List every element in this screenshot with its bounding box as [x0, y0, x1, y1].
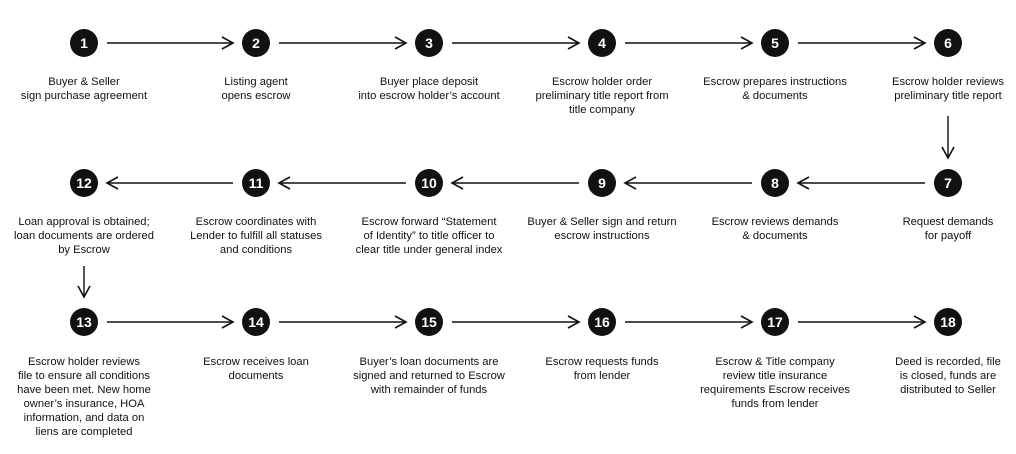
- step-10-label-line: of Identity” to title officer to: [363, 230, 495, 242]
- step-8-label-line: & documents: [742, 230, 808, 242]
- step-8-label: Escrow reviews demands & documents: [685, 215, 865, 243]
- step-1-label-line: sign purchase agreement: [20, 90, 148, 102]
- step-6-label: Escrow holder reviews preliminary title r…: [858, 75, 1016, 103]
- step-15-label-line: Buyer’s loan documents are: [359, 356, 499, 368]
- step-7-label: Request demands for payoff: [858, 215, 1016, 243]
- step-5-label-line: & documents: [742, 90, 808, 102]
- step-11-number-badge: 11: [242, 169, 270, 197]
- step-15-label-line: signed and returned to Escrow: [353, 370, 505, 382]
- step-10-label-line: clear title under general index: [355, 244, 503, 256]
- step-13-label-line: information, and data on: [23, 412, 145, 424]
- step-7-label-line: for payoff: [924, 230, 972, 242]
- step-10-label-line: Escrow forward “Statement: [361, 216, 497, 228]
- step-12-label: Loan approval is obtained; loan documents…: [0, 215, 174, 257]
- step-9-number-badge: 9: [588, 169, 616, 197]
- step-18-label-line: is closed, funds are: [899, 370, 997, 382]
- step-12-number-badge: 12: [70, 169, 98, 197]
- step-9-label: Buyer & Seller sign and return escrow ins…: [512, 215, 692, 243]
- step-17-label-line: Escrow & Title company: [715, 356, 835, 368]
- step-5-label-line: Escrow prepares instructions: [703, 76, 847, 88]
- step-4-label-line: title company: [569, 104, 635, 116]
- step-17-label-line: funds from lender: [731, 398, 819, 410]
- step-8-number-badge: 8: [761, 169, 789, 197]
- step-18-label-line: distributed to Seller: [900, 384, 996, 396]
- step-9-label-line: Buyer & Seller sign and return: [527, 216, 677, 228]
- step-3-label: Buyer place deposit into escrow holder’s …: [339, 75, 519, 103]
- step-3-number-badge: 3: [415, 29, 443, 57]
- step-11-label-line: Lender to fulfill all statuses: [190, 230, 322, 242]
- step-10-label: Escrow forward “Statement of Identity” to…: [339, 215, 519, 257]
- step-14-number-badge: 14: [242, 308, 270, 336]
- step-6-number-badge: 6: [934, 29, 962, 57]
- step-3-label-line: Buyer place deposit: [379, 76, 479, 88]
- step-1-label-line: Buyer & Seller: [48, 76, 120, 88]
- step-16-label: Escrow requests funds from lender: [512, 355, 692, 383]
- step-5-number-badge: 5: [761, 29, 789, 57]
- step-14-label: Escrow receives loan documents: [166, 355, 346, 383]
- step-7-label-line: Request demands: [902, 216, 994, 228]
- step-15-label: Buyer’s loan documents are signed and ret…: [339, 355, 519, 397]
- step-2-label-line: opens escrow: [221, 90, 291, 102]
- step-12-label-line: loan documents are ordered: [14, 230, 154, 242]
- step-7-number-badge: 7: [934, 169, 962, 197]
- step-13-label-line: owner’s insurance, HOA: [23, 398, 145, 410]
- step-14-label-line: Escrow receives loan: [203, 356, 309, 368]
- step-13-label-line: Escrow holder reviews: [28, 356, 140, 368]
- step-6-label-line: Escrow holder reviews: [892, 76, 1004, 88]
- step-15-label-line: with remainder of funds: [370, 384, 488, 396]
- step-1-label: Buyer & Seller sign purchase agreement: [0, 75, 174, 103]
- step-18-label-line: Deed is recorded, file: [895, 356, 1001, 368]
- step-10-number-badge: 10: [415, 169, 443, 197]
- step-16-label-line: Escrow requests funds: [545, 356, 659, 368]
- step-13-label-line: liens are completed: [35, 426, 133, 438]
- step-4-number-badge: 4: [588, 29, 616, 57]
- step-15-number-badge: 15: [415, 308, 443, 336]
- step-9-label-line: escrow instructions: [554, 230, 650, 242]
- step-2-number-badge: 2: [242, 29, 270, 57]
- step-12-label-line: by Escrow: [58, 244, 110, 256]
- step-13-number-badge: 13: [70, 308, 98, 336]
- step-1-number-badge: 1: [70, 29, 98, 57]
- step-3-label-line: into escrow holder’s account: [358, 90, 500, 102]
- step-2-label-line: Listing agent: [224, 76, 288, 88]
- step-6-label-line: preliminary title report: [894, 90, 1002, 102]
- step-16-number-badge: 16: [588, 308, 616, 336]
- step-2-label: Listing agent opens escrow: [166, 75, 346, 103]
- step-8-label-line: Escrow reviews demands: [711, 216, 839, 228]
- step-5-label: Escrow prepares instructions & documents: [685, 75, 865, 103]
- step-4-label-line: Escrow holder order: [551, 76, 653, 88]
- step-18-number-badge: 18: [934, 308, 962, 336]
- step-17-label-line: requirements Escrow receives: [700, 384, 850, 396]
- step-4-label-line: preliminary title report from: [535, 90, 669, 102]
- step-17-label-line: review title insurance: [722, 370, 828, 382]
- step-11-label-line: and conditions: [219, 244, 293, 256]
- step-13-label: Escrow holder reviews file to ensure all …: [0, 355, 174, 439]
- step-13-label-line: file to ensure all conditions: [18, 370, 150, 382]
- step-18-label: Deed is recorded, file is closed, funds a…: [858, 355, 1016, 397]
- step-16-label-line: from lender: [573, 370, 631, 382]
- step-12-label-line: Loan approval is obtained;: [18, 216, 150, 228]
- step-17-number-badge: 17: [761, 308, 789, 336]
- step-11-label-line: Escrow coordinates with: [195, 216, 317, 228]
- step-14-label-line: documents: [228, 370, 284, 382]
- step-17-label: Escrow & Title company review title insur…: [685, 355, 865, 411]
- step-13-label-line: have been met. New home: [17, 384, 151, 396]
- step-4-label: Escrow holder order preliminary title rep…: [512, 75, 692, 117]
